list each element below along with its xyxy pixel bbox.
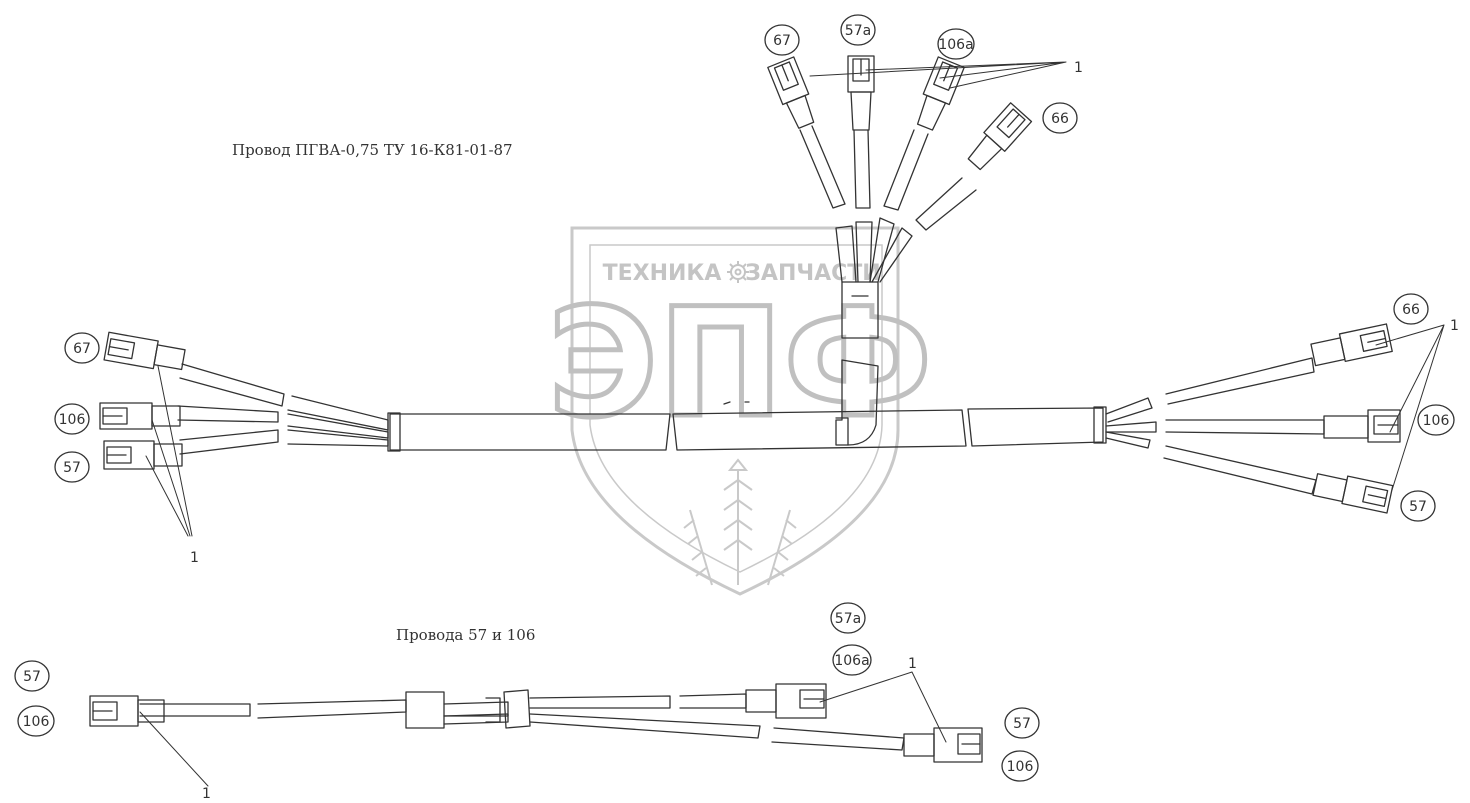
tag-right-57: 57	[1409, 499, 1427, 515]
right-branch-wires	[1105, 357, 1325, 495]
right-connectors	[1310, 323, 1401, 514]
callout-bottom-mid: 1	[908, 656, 917, 672]
tag-top-57a: 57a	[845, 23, 871, 39]
drawing-subtitle: Провода 57 и 106	[396, 626, 536, 644]
bottom-sleeve-left	[405, 691, 445, 729]
tag-top-66: 66	[1051, 111, 1069, 127]
left-connectors	[99, 331, 186, 470]
callout-left: 1	[190, 550, 199, 566]
gear-icon	[727, 261, 749, 283]
tag-top-106a: 106a	[938, 37, 973, 53]
tag-circles	[14, 14, 1455, 782]
connector-right-66	[1310, 323, 1393, 367]
watermark-wheat-icon	[683, 458, 797, 586]
tag-left-67: 67	[73, 341, 91, 357]
tag-right-106: 106	[1423, 413, 1450, 429]
bottom-sleeve-right	[503, 689, 531, 729]
tag-bottom-left-57: 57	[23, 669, 41, 685]
callout-bottom-left: 1	[202, 786, 211, 802]
leader-lines	[139, 61, 1445, 787]
tag-left-106: 106	[59, 412, 86, 428]
connector-left-57	[103, 440, 183, 470]
connector-left-106	[99, 402, 181, 430]
connector-bottom-mid	[745, 683, 827, 719]
top-connectors	[767, 55, 1033, 171]
tag-top-67: 67	[773, 33, 791, 49]
bottom-wires	[139, 689, 905, 751]
watermark-brand: ТЕХНИКА	[603, 261, 722, 286]
tag-bottom-mid-106a: 106a	[834, 653, 869, 669]
connector-top-66	[967, 102, 1033, 171]
connector-bottom-left	[89, 695, 165, 727]
tag-right-66: 66	[1402, 302, 1420, 318]
connector-right-57	[1312, 473, 1394, 514]
watermark-shield	[570, 226, 900, 596]
drawing-title: Провод ПГВА-0,75 ТУ 16-К81-01-87	[232, 141, 513, 159]
tag-bottom-left-106: 106	[23, 714, 50, 730]
left-branch-wires	[177, 363, 389, 455]
connector-top-106a	[916, 56, 965, 131]
tag-bottom-mid-57a: 57a	[835, 611, 861, 627]
connector-top-67	[767, 56, 815, 129]
connector-bottom-right	[903, 727, 983, 763]
connector-right-106	[1323, 409, 1401, 443]
tag-bottom-right-57: 57	[1013, 716, 1031, 732]
bottom-connectors	[89, 683, 983, 763]
tag-bottom-right-106: 106	[1007, 759, 1034, 775]
callout-top: 1	[1074, 60, 1083, 76]
tag-left-57: 57	[63, 460, 81, 476]
top-branch-wires	[799, 125, 977, 283]
connector-left-67	[103, 331, 186, 371]
callout-right: 1	[1450, 318, 1459, 334]
